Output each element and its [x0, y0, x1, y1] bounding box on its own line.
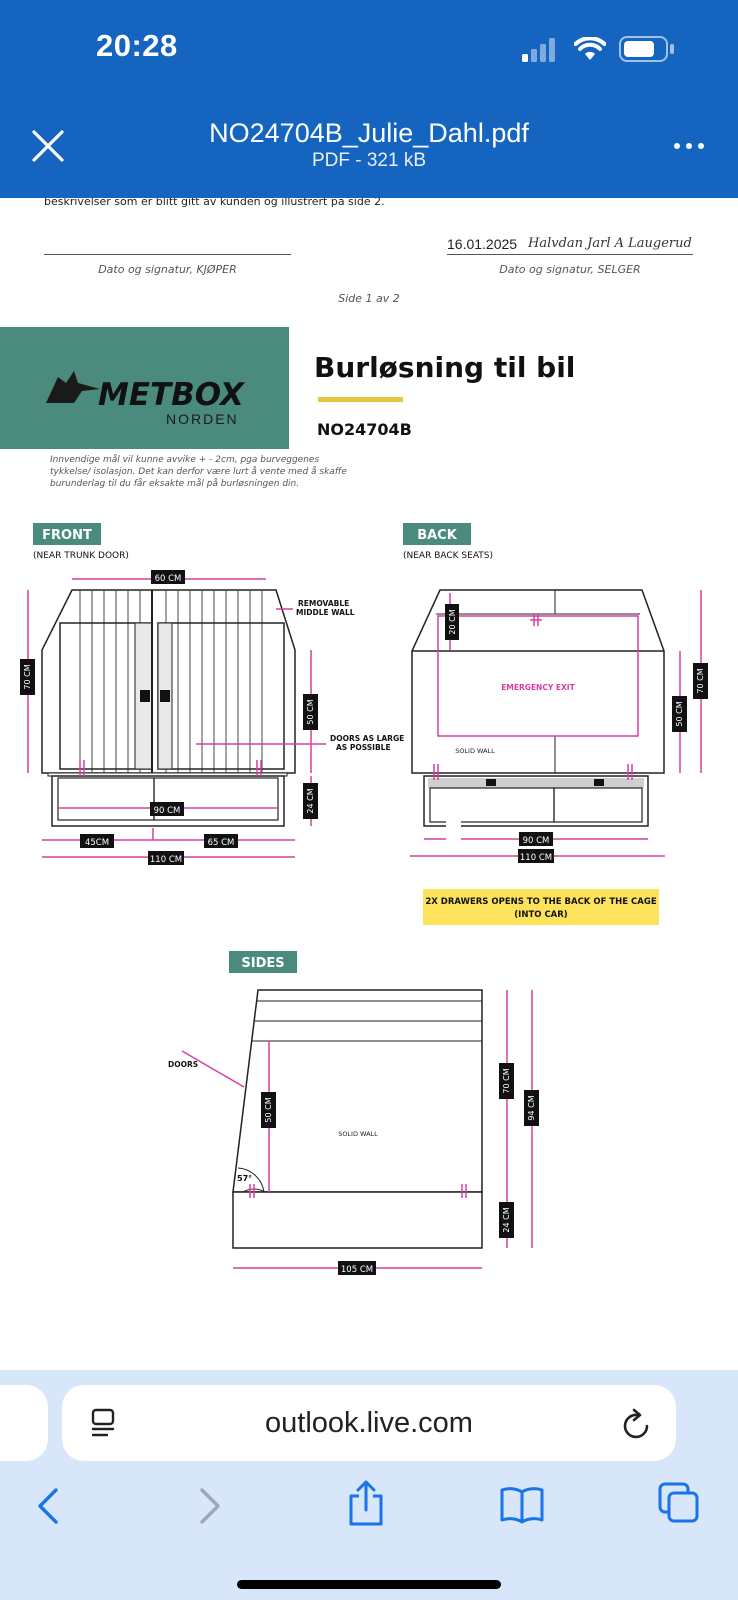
- front-dim-left: 45CM: [85, 838, 109, 848]
- signature-line-buyer: [44, 254, 291, 255]
- front-dim-drawer: 24 CM: [306, 788, 315, 813]
- address-bar[interactable]: outlook.live.com: [62, 1385, 676, 1461]
- back-dim-inner: 90 CM: [523, 836, 550, 846]
- sides-doors-label: DOORS: [168, 1060, 198, 1069]
- sides-dim-upper: 70 CM: [502, 1068, 511, 1093]
- front-dim-top: 60 CM: [155, 574, 182, 584]
- tabs-icon[interactable]: [658, 1482, 700, 1524]
- document-title: NO24704B_Julie_Dahl.pdf: [209, 118, 529, 148]
- back-solid-label: SOLID WALL: [455, 747, 495, 755]
- signature-line-seller: [447, 254, 693, 255]
- bookmarks-icon[interactable]: [500, 1486, 544, 1524]
- sides-label: SIDES: [241, 956, 284, 971]
- reader-icon[interactable]: [90, 1408, 118, 1438]
- front-view: FRONT (NEAR TRUNK DOOR): [20, 523, 404, 865]
- document-title-block: NO24704B_Julie_Dahl.pdf PDF - 321 kB: [0, 117, 738, 173]
- brand-box: METBOX NORDEN: [0, 327, 289, 449]
- front-annot-wall-2: MIDDLE WALL: [296, 608, 355, 617]
- back-view: BACK (NEAR BACK SEATS): [403, 523, 708, 925]
- front-dim-door: 50 CM: [306, 699, 315, 724]
- front-annot-doors-1: DOORS AS LARGE: [330, 734, 404, 743]
- signature-name: Halvdan Jarl A Laugerud: [528, 236, 692, 251]
- front-label: FRONT: [42, 528, 92, 543]
- previous-tab-pill[interactable]: [0, 1385, 48, 1461]
- signature-date: 16.01.2025: [447, 236, 518, 252]
- sides-dim-total-h: 94 CM: [527, 1095, 536, 1120]
- back-dim-mid: 50 CM: [675, 701, 684, 726]
- front-annot-doors-2: AS POSSIBLE: [336, 743, 391, 752]
- front-sub: (NEAR TRUNK DOOR): [33, 551, 129, 561]
- browser-bar: outlook.live.com: [0, 1370, 738, 1600]
- page-heading: Burløsning til bil: [314, 351, 576, 384]
- note-line-2: tykkelse/ isolasjon. Det kan derfor være…: [50, 467, 347, 477]
- page-label: Side 1 av 2: [338, 292, 400, 305]
- signature-label-buyer: Dato og signatur, KJØPER: [98, 263, 237, 276]
- heading-underline: [318, 397, 403, 402]
- top-text: beskrivelser som er blitt gitt av kunden…: [44, 198, 385, 208]
- order-id: NO24704B: [317, 420, 412, 439]
- back-emergency-label: EMERGENCY EXIT: [501, 683, 575, 692]
- pdf-viewer[interactable]: beskrivelser som er blitt gitt av kunden…: [0, 198, 738, 1370]
- back-label: BACK: [417, 528, 458, 543]
- front-dim-right: 65 CM: [208, 838, 235, 848]
- signature-label-seller: Dato og signatur, SELGER: [499, 263, 641, 276]
- front-annot-wall-1: REMOVABLE: [298, 599, 349, 608]
- back-dim-total: 110 CM: [520, 853, 552, 863]
- back-note-2: (INTO CAR): [514, 910, 568, 920]
- front-dim-inner: 90 CM: [154, 806, 181, 816]
- brand-name: METBOX: [98, 377, 244, 413]
- app-header: 20:28 NO24704B_Julie_Dahl.pdf PDF - 321 …: [0, 0, 738, 198]
- wifi-icon: [574, 37, 606, 60]
- url-text[interactable]: outlook.live.com: [265, 1407, 473, 1439]
- share-icon[interactable]: [348, 1480, 384, 1526]
- front-dim-total: 110 CM: [150, 855, 182, 865]
- status-time: 20:28: [96, 28, 178, 63]
- back-dim-top: 20 CM: [448, 609, 457, 634]
- signal-icon: [522, 38, 555, 62]
- sides-angle-label: 57°: [237, 1174, 252, 1183]
- more-icon[interactable]: [672, 138, 706, 154]
- back-dim-height: 70 CM: [696, 668, 705, 693]
- battery-icon: [619, 36, 674, 62]
- note-line-3: burunderlag til du får eksakte mål på bu…: [50, 479, 300, 489]
- sides-view: SIDES 50 CM 70 CM 94 CM 24 CM 105: [168, 951, 539, 1275]
- front-dim-height: 70 CM: [23, 664, 32, 689]
- metbox-logo-icon: [46, 371, 100, 403]
- reload-icon[interactable]: [622, 1408, 652, 1440]
- sides-dim-drawer: 24 CM: [502, 1207, 511, 1232]
- close-icon[interactable]: [28, 126, 68, 166]
- sides-solid-label: SOLID WALL: [338, 1130, 378, 1138]
- brand-sub: NORDEN: [166, 411, 239, 427]
- back-note-1: 2X DRAWERS OPENS TO THE BACK OF THE CAGE: [425, 897, 656, 907]
- sides-dim-length: 105 CM: [341, 1265, 373, 1275]
- sides-dim-door: 50 CM: [264, 1097, 273, 1122]
- note-line-1: Innvendige mål vil kunne avvike + - 2cm,…: [50, 455, 320, 465]
- forward-icon[interactable]: [198, 1486, 222, 1526]
- back-icon[interactable]: [36, 1486, 60, 1526]
- back-sub: (NEAR BACK SEATS): [403, 551, 493, 561]
- home-indicator: [237, 1580, 501, 1589]
- cage-drawings: FRONT (NEAR TRUNK DOOR): [20, 523, 708, 1275]
- document-subtitle: PDF - 321 kB: [311, 150, 427, 171]
